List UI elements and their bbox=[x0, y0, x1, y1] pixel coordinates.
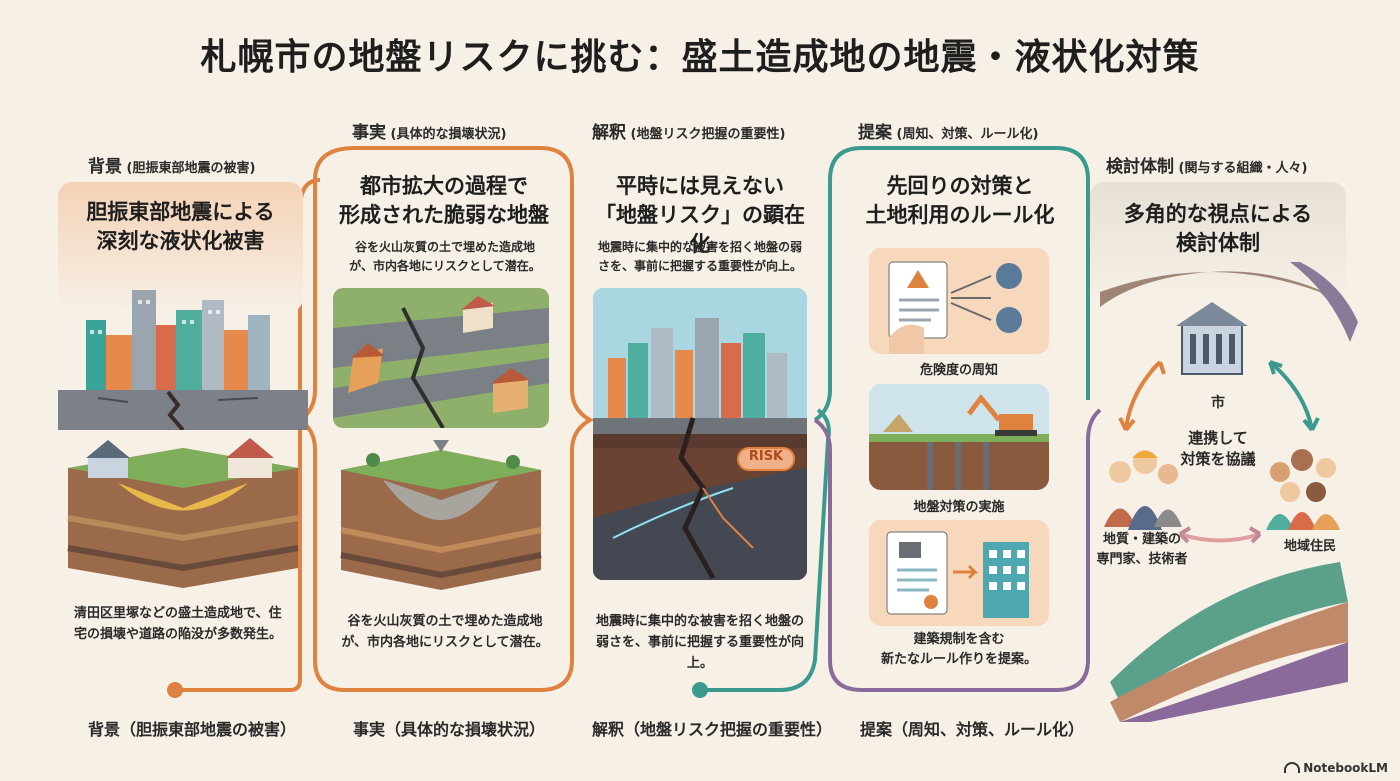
liquefaction-soil-illustration bbox=[67, 438, 299, 588]
experts-label: 地質・建築の 専門家、技術者 bbox=[1096, 532, 1188, 567]
document-warning-icon bbox=[888, 261, 1022, 354]
experts-icon bbox=[1104, 450, 1182, 530]
structure-header: 検討体制 (関与する組織・人々) bbox=[1106, 157, 1308, 177]
flow-dot-teal bbox=[692, 682, 708, 698]
background-panel bbox=[58, 182, 303, 312]
brand-label: NotebookLM bbox=[1284, 761, 1388, 775]
facts-cracked-road-illustration bbox=[333, 288, 549, 428]
residents-icon bbox=[1266, 449, 1340, 530]
excavator-icon bbox=[869, 393, 1049, 490]
proposal-header: 提案 (周知、対策、ルール化) bbox=[858, 123, 1039, 143]
interpretation-card-title: 平時には見えない 「地盤リスク」の顕在化 bbox=[595, 174, 805, 256]
background-body: 清田区里塚などの盛土造成地で、住 宅の損壊や道路の陥没が多数発生。 bbox=[74, 606, 283, 642]
facts-header: 事実 (具体的な損壊状況) bbox=[352, 123, 507, 143]
proposal-item1: 危険度の周知 bbox=[919, 363, 998, 378]
ground-work-card bbox=[869, 384, 1049, 490]
interpretation-bottom-label: 解釈（地盤リスク把握の重要性） bbox=[592, 720, 833, 739]
cooperation-text: 連携して 対策を協議 bbox=[1180, 429, 1256, 468]
proposal-card-title: 先回りの対策と 土地利用のルール化 bbox=[865, 174, 1055, 227]
building-rule-card bbox=[869, 520, 1049, 626]
facts-body-bottom: 谷を火山灰質の土で埋めた造成地 が、市内各地にリスクとして潜在。 bbox=[341, 614, 549, 650]
proposal-bottom-label: 提案（周知、対策、ルール化） bbox=[860, 720, 1085, 739]
brand-icon bbox=[1284, 762, 1301, 773]
background-header: 背景 (胆振東部地震の被害) bbox=[88, 157, 256, 177]
interpretation-header: 解釈 (地盤リスク把握の重要性) bbox=[592, 123, 786, 143]
regulation-building-icon bbox=[886, 531, 1029, 618]
arrow-right bbox=[1268, 360, 1314, 431]
facts-valley-fill-illustration bbox=[340, 440, 542, 590]
facts-bottom-label: 事実（具体的な損壊状況） bbox=[353, 720, 546, 739]
flow-dot-start bbox=[167, 682, 183, 698]
facts-card-title: 都市拡大の過程で 形成された脆弱な地盤 bbox=[339, 174, 549, 227]
earthquake-city-illustration bbox=[58, 290, 308, 430]
risk-badge bbox=[737, 447, 795, 471]
arrow-bottom bbox=[1179, 532, 1261, 543]
facts-body-top: 谷を火山灰質の土で埋めた造成地 が、市内各地にリスクとして潜在。 bbox=[349, 240, 541, 274]
background-bottom-label: 背景（胆振東部地震の被害） bbox=[88, 720, 297, 739]
hidden-risk-illustration bbox=[593, 288, 807, 580]
interpretation-body-top: 地震時に集中的な被害を招く地盤の弱 さを、事前に把握する重要性が向上。 bbox=[597, 240, 802, 274]
background-card-title: 胆振東部地震による 深刻な液状化被害 bbox=[86, 200, 275, 253]
proposal-item3: 建築規制を含む 新たなルール作りを提案。 bbox=[880, 632, 1037, 668]
arrow-left bbox=[1124, 360, 1162, 431]
structure-diagram bbox=[1100, 262, 1358, 722]
risk-notice-card bbox=[869, 248, 1049, 354]
risk-label: RISK bbox=[748, 449, 784, 464]
city-label: 市 bbox=[1211, 395, 1225, 411]
proposal-item2: 地盤対策の実施 bbox=[913, 500, 1005, 515]
interpretation-body-bottom: 地震時に集中的な被害を招く地盤の 弱さを、事前に把握する重要性が向 上。 bbox=[595, 614, 804, 671]
structure-card-title: 多角的な視点による 検討体制 bbox=[1123, 202, 1313, 255]
residents-label: 地域住民 bbox=[1283, 539, 1336, 554]
page-title: 札幌市の地盤リスクに挑む：盛土造成地の地震・液状化対策 bbox=[200, 37, 1200, 78]
